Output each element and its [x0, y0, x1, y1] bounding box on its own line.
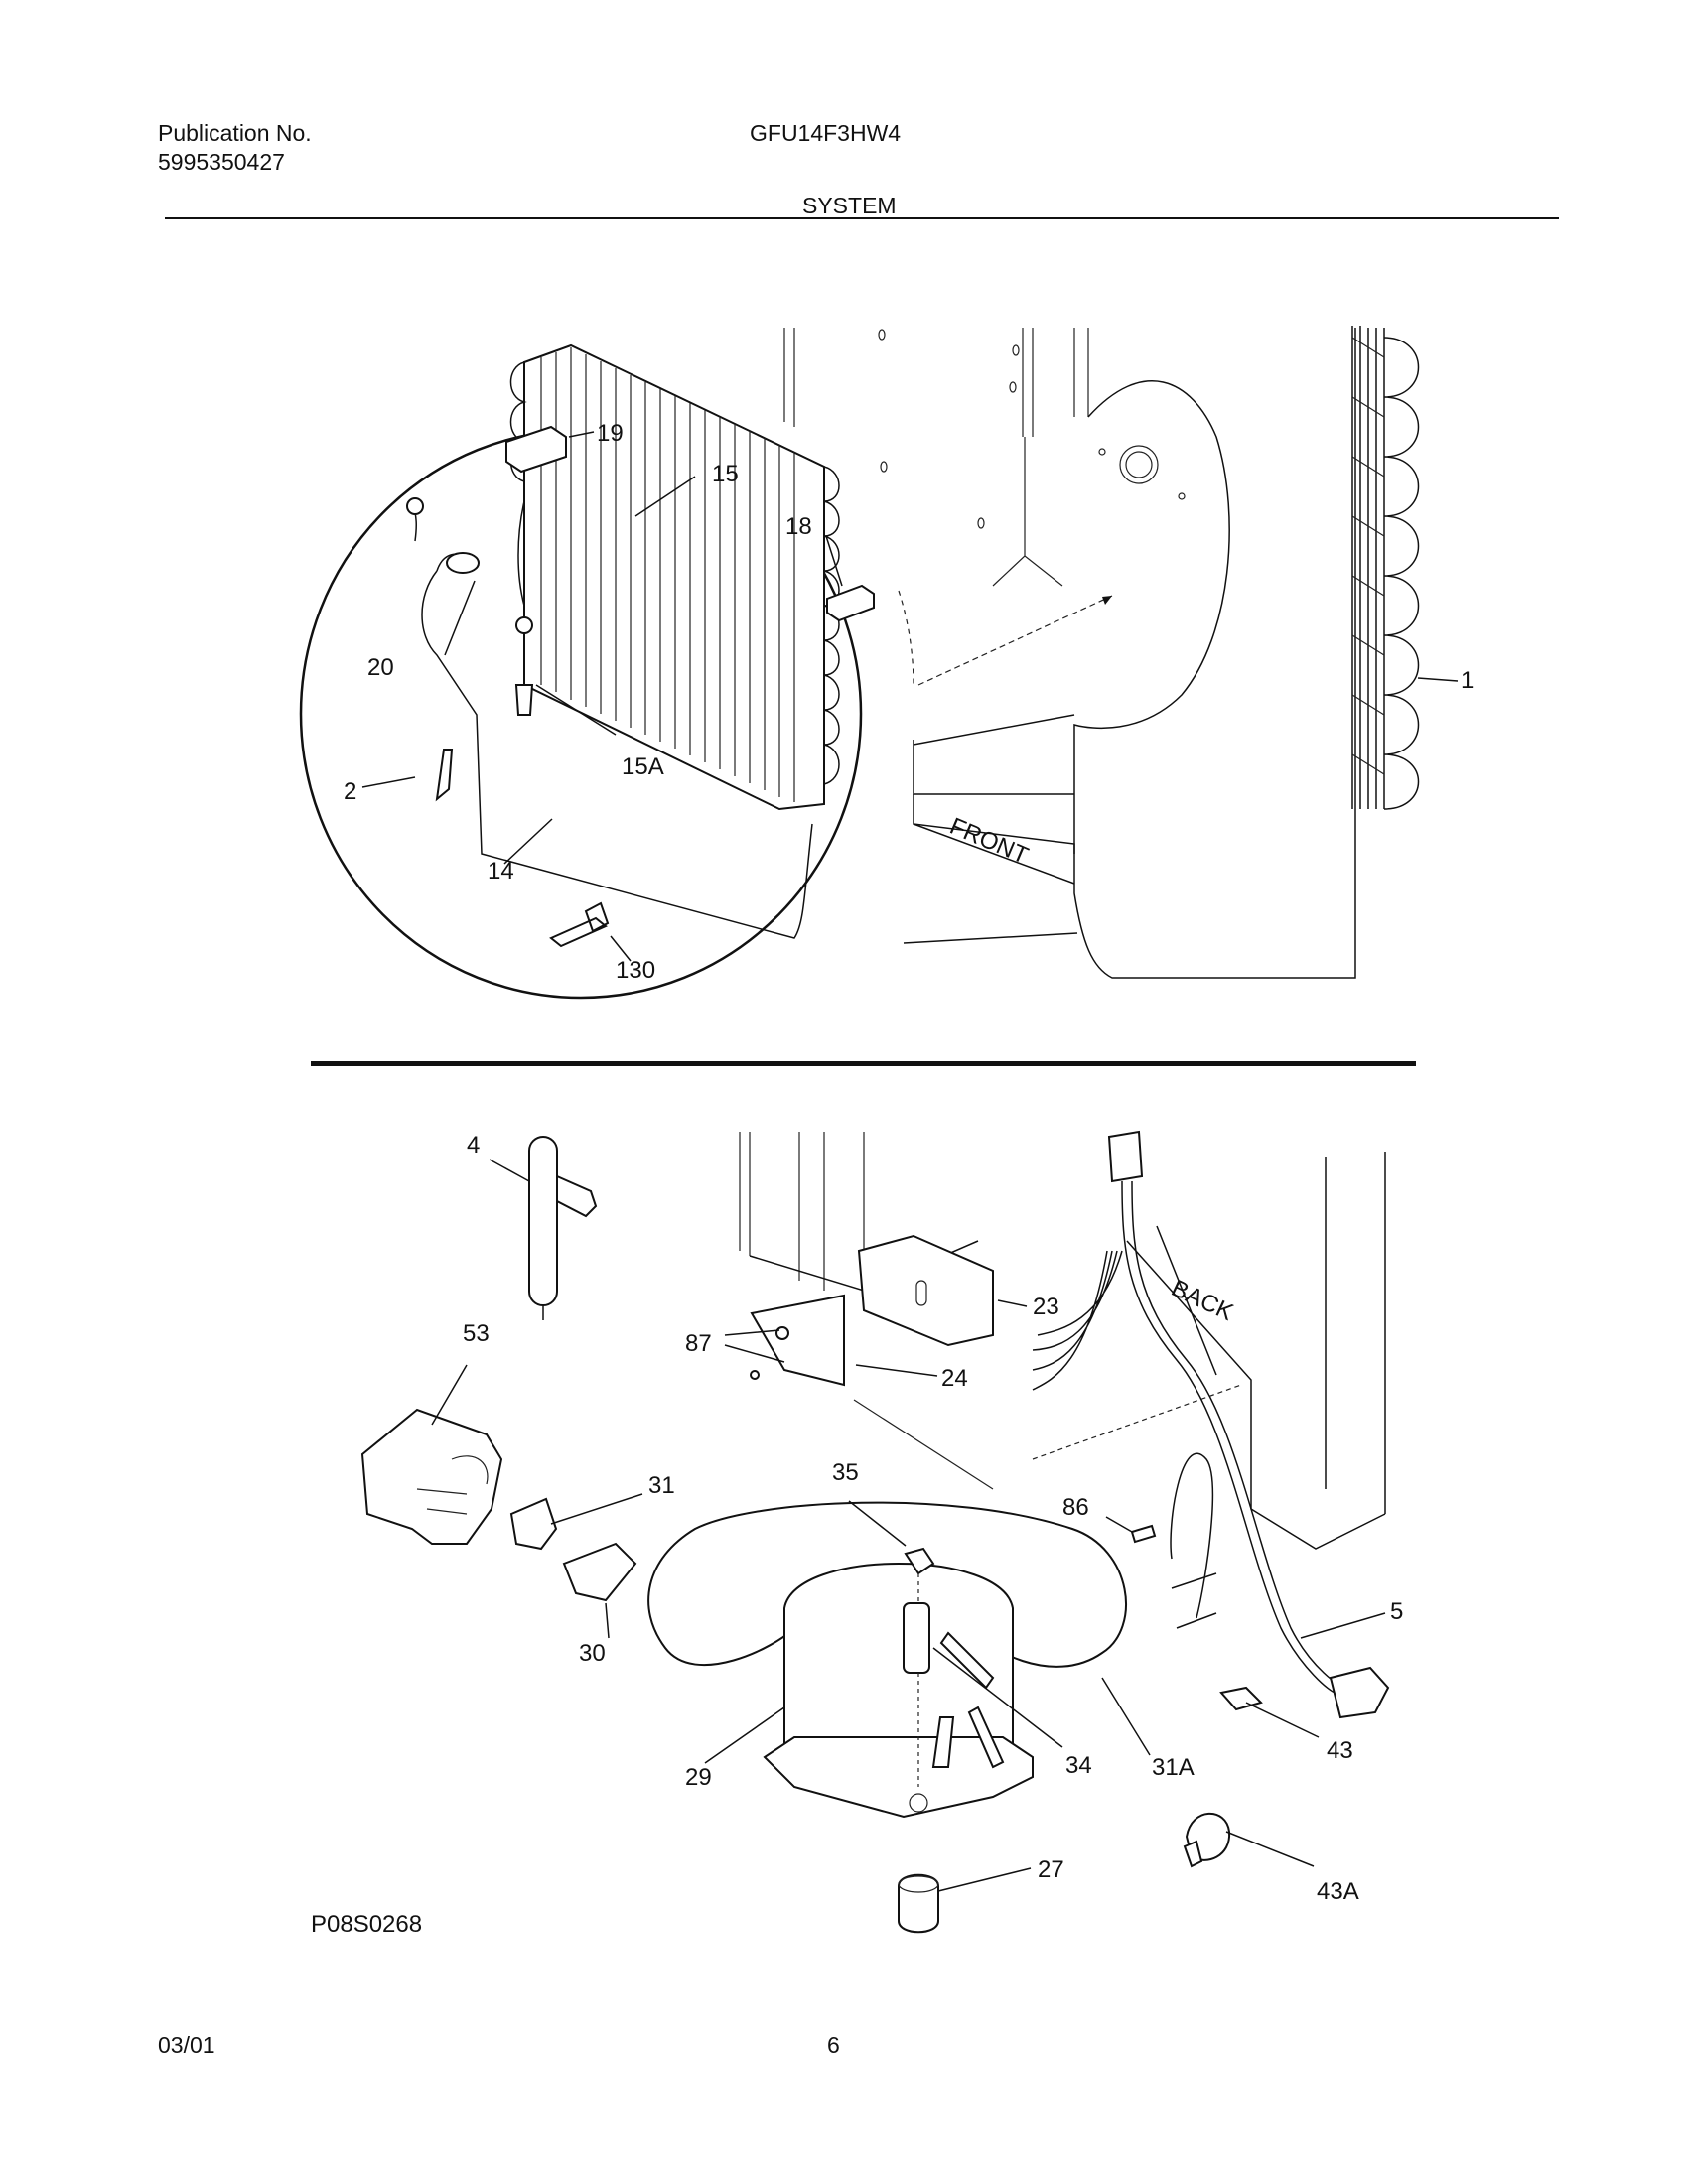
figure-id: P08S0268 [311, 1911, 422, 1938]
cabinet-drawing [783, 328, 1356, 979]
header-rule [165, 217, 1559, 219]
back-label: BACK [1167, 1275, 1237, 1326]
part-31-relay [509, 1497, 558, 1551]
callout-34: 34 [1065, 1752, 1092, 1779]
section-divider [311, 1061, 1416, 1066]
page-number: 6 [827, 2032, 840, 2058]
callout-53: 53 [463, 1320, 490, 1347]
callout-5: 5 [1390, 1598, 1403, 1625]
part-27-grommet [898, 1873, 939, 1934]
part-86-screw [1130, 1524, 1157, 1544]
section-title: SYSTEM [802, 193, 897, 218]
callout-24: 24 [941, 1365, 968, 1392]
evaporator [509, 343, 840, 811]
part-18-pad [826, 584, 875, 622]
callout-23: 23 [1033, 1294, 1059, 1320]
callout-35: 35 [832, 1459, 859, 1486]
part-2-clip [435, 749, 454, 802]
front-label: FRONT [946, 813, 1033, 870]
part-24-bracket [750, 1294, 845, 1387]
part-4-drier [528, 1136, 598, 1320]
callout-87: 87 [685, 1330, 712, 1357]
callout-4: 4 [467, 1132, 480, 1159]
publication-label: Publication No. [158, 120, 312, 146]
part-30-overload [562, 1542, 637, 1602]
condenser-coil [1351, 326, 1420, 810]
callout-130: 130 [616, 957, 655, 984]
publication-number: 5995350427 [158, 149, 285, 175]
footer-date: 03/01 [158, 2032, 215, 2058]
harness-connector [1107, 1130, 1144, 1183]
callout-19: 19 [597, 420, 624, 447]
callout-86: 86 [1062, 1494, 1089, 1521]
callout-20: 20 [367, 654, 394, 681]
part-19-pad [505, 425, 567, 474]
callout-15: 15 [712, 461, 739, 487]
power-plug [1329, 1666, 1390, 1719]
callout-15a: 15A [622, 753, 664, 780]
part-29-compressor [647, 1501, 1127, 1819]
part-53-cover [360, 1408, 503, 1545]
callout-43a: 43A [1317, 1878, 1359, 1905]
callout-14: 14 [488, 858, 514, 885]
callout-18: 18 [785, 513, 812, 540]
part-20-connector [406, 497, 424, 515]
part-35-screw [904, 1547, 935, 1575]
callout-29: 29 [685, 1764, 712, 1791]
callout-43: 43 [1327, 1737, 1353, 1764]
model-number: GFU14F3HW4 [750, 120, 902, 146]
callout-1: 1 [1461, 667, 1474, 694]
callout-2: 2 [344, 778, 356, 805]
callout-31a: 31A [1152, 1754, 1195, 1781]
part-130-drain [549, 901, 610, 948]
part-43-clamp [1219, 1686, 1263, 1711]
part-15a-fuse [514, 684, 534, 716]
callout-31: 31 [648, 1472, 675, 1499]
callout-30: 30 [579, 1640, 606, 1667]
callout-27: 27 [1038, 1856, 1064, 1883]
